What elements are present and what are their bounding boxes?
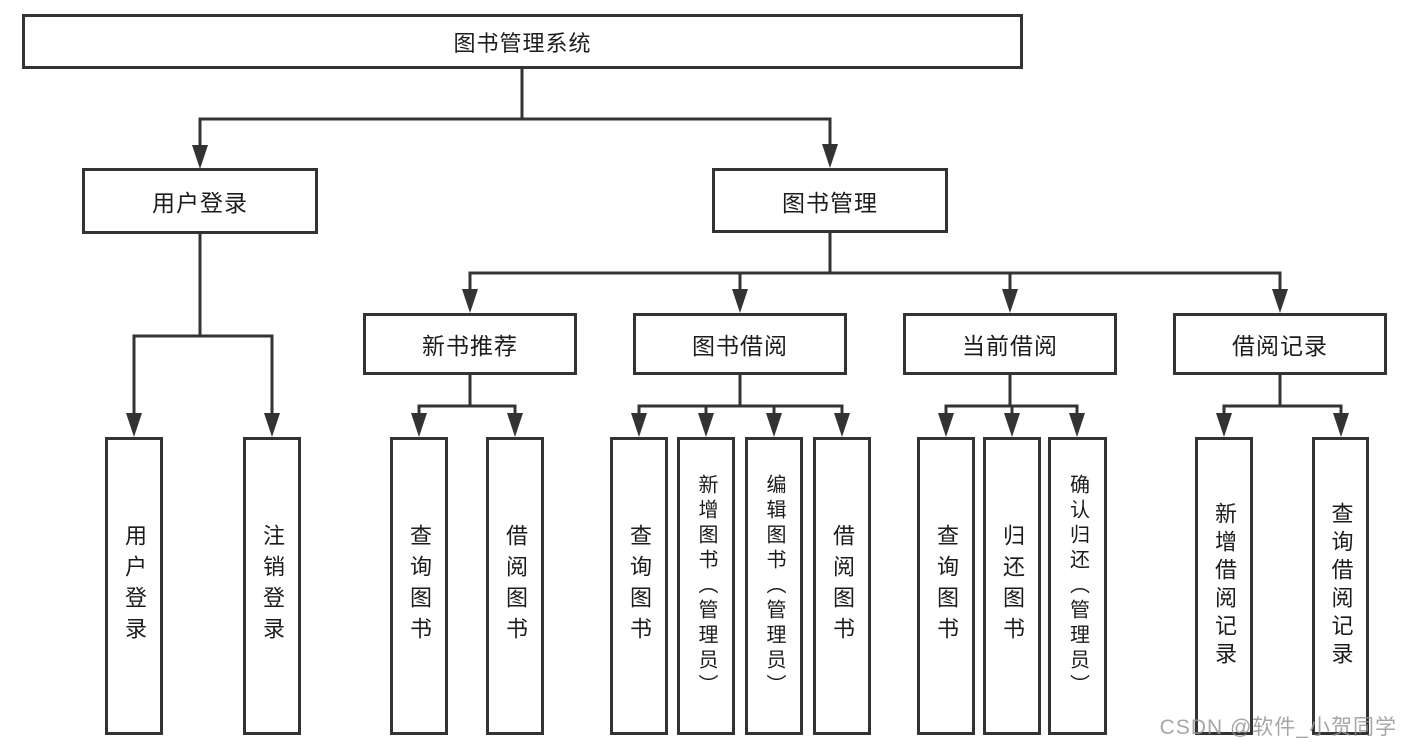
watermark: CSDN @软件_小贺同学 bbox=[1159, 716, 1397, 739]
leaf-add-books-admin-label: 新增图书（管理员） bbox=[695, 473, 717, 699]
leaf-query-borrow-record: 查询借阅记录 bbox=[1312, 437, 1369, 735]
node-new-book-recommend-label: 新书推荐 bbox=[422, 333, 518, 359]
leaf-return-books-label: 归还图书 bbox=[1000, 524, 1025, 648]
node-borrow-records-label: 借阅记录 bbox=[1232, 333, 1328, 359]
node-current-borrow: 当前借阅 bbox=[903, 313, 1117, 375]
leaf-borrow-books: 借阅图书 bbox=[813, 437, 871, 735]
node-book-borrow: 图书借阅 bbox=[633, 313, 847, 375]
leaf-borrow-books-label: 借阅图书 bbox=[830, 524, 855, 648]
leaf-add-borrow-record: 新增借阅记录 bbox=[1195, 437, 1253, 735]
leaf-newrec-borrow-books-label: 借阅图书 bbox=[503, 524, 528, 648]
node-root-system: 图书管理系统 bbox=[22, 14, 1023, 69]
leaf-user-login-label: 用户登录 bbox=[122, 524, 147, 648]
leaf-borrow-query-books: 查询图书 bbox=[610, 437, 668, 735]
arrowhead-icons bbox=[126, 144, 1349, 437]
leaf-return-books: 归还图书 bbox=[983, 437, 1041, 735]
leaf-add-books-admin: 新增图书（管理员） bbox=[677, 437, 735, 735]
node-user-login: 用户登录 bbox=[82, 168, 318, 234]
leaf-query-borrow-record-label: 查询借阅记录 bbox=[1328, 502, 1354, 670]
node-user-login-label: 用户登录 bbox=[152, 190, 248, 216]
leaf-borrow-query-books-label: 查询图书 bbox=[627, 524, 652, 648]
leaf-logout: 注销登录 bbox=[243, 437, 301, 735]
leaf-user-login: 用户登录 bbox=[105, 437, 163, 735]
node-borrow-records: 借阅记录 bbox=[1173, 313, 1387, 375]
node-book-management: 图书管理 bbox=[712, 168, 948, 233]
node-root-system-label: 图书管理系统 bbox=[453, 30, 592, 56]
leaf-logout-label: 注销登录 bbox=[260, 524, 285, 648]
leaf-newrec-borrow-books: 借阅图书 bbox=[486, 437, 544, 735]
leaf-add-borrow-record-label: 新增借阅记录 bbox=[1212, 502, 1237, 670]
node-current-borrow-label: 当前借阅 bbox=[962, 333, 1058, 359]
leaf-confirm-return-admin-label: 确认归还（管理员） bbox=[1066, 473, 1089, 699]
leaf-confirm-return-admin: 确认归还（管理员） bbox=[1048, 437, 1107, 735]
node-book-management-label: 图书管理 bbox=[782, 189, 878, 216]
leaf-newrec-query-books: 查询图书 bbox=[390, 437, 448, 735]
node-book-borrow-label: 图书借阅 bbox=[692, 333, 788, 359]
leaf-newrec-query-books-label: 查询图书 bbox=[407, 524, 432, 648]
leaf-edit-books-admin-label: 编辑图书（管理员） bbox=[763, 473, 785, 699]
leaf-edit-books-admin: 编辑图书（管理员） bbox=[745, 437, 803, 735]
leaf-current-query-books-label: 查询图书 bbox=[934, 524, 959, 648]
leaf-current-query-books: 查询图书 bbox=[917, 437, 975, 735]
node-new-book-recommend: 新书推荐 bbox=[363, 313, 577, 375]
